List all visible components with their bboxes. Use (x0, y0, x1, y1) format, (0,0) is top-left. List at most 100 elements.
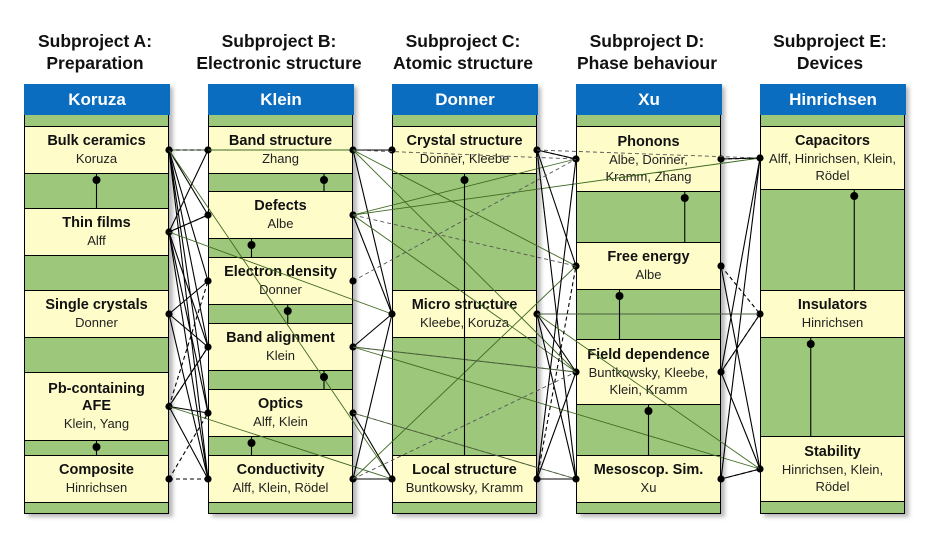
topic-members: Klein, Yang (63, 416, 130, 431)
topic-members: Alff, Klein (253, 414, 308, 429)
link-a2-b3 (168, 313, 209, 348)
topic-title: Capacitors (795, 132, 870, 149)
link-a1-b1 (168, 214, 209, 233)
link-a3-b3 (168, 346, 209, 407)
link-d2-e0 (720, 157, 761, 373)
topic-title: Stability (804, 443, 861, 460)
topic-title: Thin films (62, 215, 131, 231)
topic-members: Alff (87, 233, 106, 248)
topic-title: Band structure (228, 133, 333, 149)
subproject-e-title: Subproject E: Devices (735, 30, 925, 74)
subproject-b-label: Subproject B: (221, 31, 337, 51)
topic-single-crystals[interactable]: Single crystals Donner (24, 290, 169, 338)
topic-bulk-ceramics[interactable]: Bulk ceramics Koruza (24, 126, 169, 174)
topic-title: Electron density (224, 264, 337, 280)
topic-band-alignment[interactable]: Band alignment Klein (208, 323, 353, 371)
topic-members: Hinrichsen (801, 315, 864, 330)
topic-micro-structure[interactable]: Micro structure Kleebe, Koruza (392, 290, 537, 338)
topic-title: Band alignment (226, 330, 335, 346)
topic-members: Donner (259, 282, 302, 297)
topic-insulators[interactable]: Insulators Hinrichsen (760, 290, 905, 338)
link-b1-c1 (352, 214, 393, 315)
link-a1-b3 (168, 231, 209, 348)
topic-title: Mesoscop. Sim. (593, 462, 704, 478)
topic-members: Xu (640, 480, 657, 495)
dashed-link-c2-d1 (536, 265, 577, 480)
topic-members: Albe, Donner, Kramm, Zhang (605, 151, 692, 184)
subproject-b-column: Klein Band structure Zhang Defects Albe … (208, 84, 354, 514)
subproject-d-title: Subproject D: Phase behaviour (552, 30, 742, 74)
link-a0-b5 (168, 149, 209, 480)
link-c1-d3 (536, 313, 577, 480)
topic-title: Micro structure (411, 297, 518, 313)
topic-pb-containing-afe[interactable]: Pb-containing AFE Klein, Yang (24, 372, 169, 441)
topic-band-structure[interactable]: Band structure Zhang (208, 126, 353, 174)
subproject-d-label: Subproject D: (589, 31, 705, 51)
topic-title: Field dependence (587, 346, 710, 363)
dashed-link-a3-b3 (168, 346, 209, 407)
subproject-c-label: Subproject C: (405, 31, 521, 51)
subproject-e-label: Subproject E: (773, 31, 887, 51)
topic-members: Donner (75, 315, 118, 330)
link-c0-d3 (536, 149, 577, 480)
link-a1-b0 (168, 149, 209, 233)
link-d2-e1 (720, 313, 761, 373)
subproject-c-title: Subproject C: Atomic structure (368, 30, 558, 74)
link-a0-b3 (168, 149, 209, 348)
link-a0-b4 (168, 149, 209, 414)
topic-title: Conductivity (236, 462, 325, 478)
dashed-link-d3-e2 (720, 468, 761, 480)
link-d0-e0 (720, 157, 761, 160)
subproject-d-column: Xu Phonons Albe, Donner, Kramm, Zhang Fr… (576, 84, 722, 514)
link-a2-b2 (168, 280, 209, 315)
topic-stability[interactable]: Stability Hinrichsen, Klein, Rödel (760, 436, 905, 502)
subproject-e-column: Hinrichsen Capacitors Alff, Hinrichsen, … (760, 84, 906, 514)
subproject-e-leader: Hinrichsen (760, 84, 906, 115)
link-a2-b5 (168, 313, 209, 480)
subproject-d-topic: Phase behaviour (576, 53, 718, 73)
subproject-b-title: Subproject B: Electronic structure (184, 30, 374, 74)
topic-members: Hinrichsen (65, 480, 128, 495)
link-b3-c1 (352, 313, 393, 348)
dashed-link-a4-b4 (168, 412, 209, 480)
link-b0-c1 (352, 149, 393, 315)
topic-members: Alff, Klein, Rödel (232, 480, 329, 495)
topic-title: Local structure (412, 462, 517, 478)
subproject-a-title: Subproject A: Preparation (0, 30, 190, 74)
topic-crystal-structure[interactable]: Crystal structure Donner, Kleebe (392, 126, 537, 174)
dashed-link-a3-b2 (168, 280, 209, 407)
link-b4-c2 (352, 412, 393, 480)
topic-electron-density[interactable]: Electron density Donner (208, 257, 353, 305)
topic-title: Crystal structure (406, 133, 523, 149)
link-a3-b4 (168, 405, 209, 414)
subproject-b-leader: Klein (208, 84, 354, 115)
topic-local-structure[interactable]: Local structure Buntkowsky, Kramm (392, 455, 537, 503)
link-c2-d2 (536, 371, 577, 480)
topic-conductivity[interactable]: Conductivity Alff, Klein, Rödel (208, 455, 353, 503)
topic-defects[interactable]: Defects Albe (208, 191, 353, 239)
subproject-a-leader: Koruza (24, 84, 170, 115)
topic-phonons[interactable]: Phonons Albe, Donner, Kramm, Zhang (576, 126, 721, 192)
link-a3-b5 (168, 406, 209, 480)
link-c0-d1 (536, 149, 577, 267)
link-d2-e2 (720, 371, 761, 470)
topic-thin-films[interactable]: Thin films Alff (24, 208, 169, 256)
subproject-a-column: Koruza Bulk ceramics Koruza Thin films A… (24, 84, 170, 514)
subproject-c-topic: Atomic structure (392, 53, 534, 73)
topic-title: Phonons (617, 133, 680, 150)
topic-capacitors[interactable]: Capacitors Alff, Hinrichsen, Klein, Röde… (760, 126, 905, 190)
topic-members: Albe (635, 267, 662, 282)
link-c1-d2 (536, 313, 577, 373)
link-c0-d0 (536, 149, 577, 160)
topic-free-energy[interactable]: Free energy Albe (576, 242, 721, 290)
topic-members: Buntkowsky, Kleebe, Klein, Kramm (588, 364, 709, 397)
topic-members: Albe (267, 216, 294, 231)
subproject-e-topic: Devices (796, 53, 864, 73)
topic-optics[interactable]: Optics Alff, Klein (208, 389, 353, 437)
link-d3-e2 (720, 468, 761, 480)
topic-members: Kleebe, Koruza (420, 315, 509, 330)
topic-composite[interactable]: Composite Hinrichsen (24, 455, 169, 503)
topic-members: Buntkowsky, Kramm (405, 480, 524, 495)
topic-mesoscopic-simulation[interactable]: Mesoscop. Sim. Xu (576, 455, 721, 503)
topic-field-dependence[interactable]: Field dependence Buntkowsky, Kleebe, Kle… (576, 339, 721, 405)
